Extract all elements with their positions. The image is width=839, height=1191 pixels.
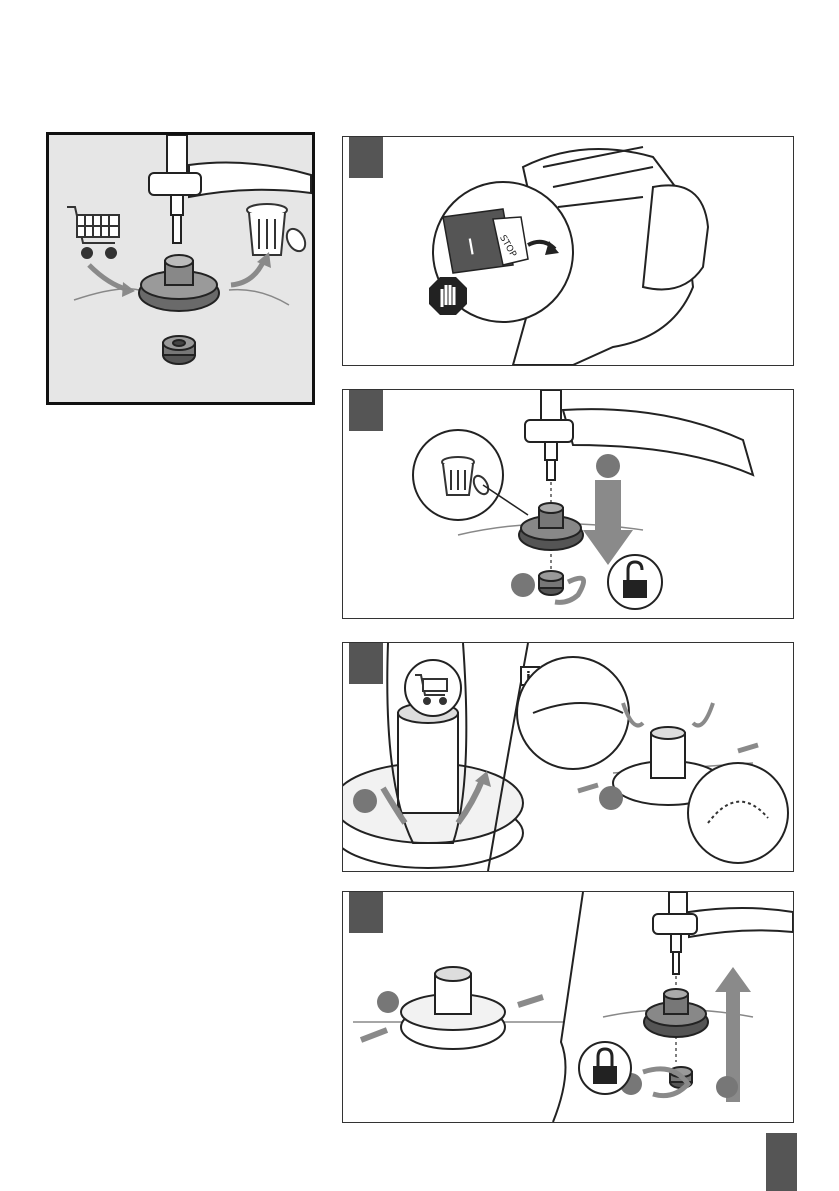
trimmer-head-icon	[401, 967, 505, 1049]
lock-icon	[579, 1042, 631, 1094]
spool-nut-icon	[539, 571, 563, 595]
step-1-panel: I STOP	[342, 136, 794, 366]
step-number-tab	[349, 642, 383, 684]
spool-nut-icon	[163, 336, 195, 364]
step-number-tab	[349, 891, 383, 933]
trimmer-head-icon	[139, 255, 219, 311]
trash-can-icon	[247, 204, 309, 255]
cart-callout	[405, 660, 461, 716]
stop-hand-icon	[429, 277, 467, 315]
step-3-panel: i	[342, 642, 794, 872]
trimmer-shaft-icon	[653, 892, 793, 974]
trimmer-head-icon	[644, 989, 708, 1037]
trash-callout	[413, 430, 528, 520]
shopping-cart-icon	[67, 207, 119, 258]
overview-illustration	[46, 132, 315, 405]
trimmer-shaft-icon	[525, 390, 753, 480]
up-arrow-icon	[715, 967, 751, 1102]
step-2-panel	[342, 389, 794, 619]
unlock-icon	[608, 555, 662, 609]
page-edge-tab	[766, 1133, 797, 1191]
step-number-tab	[349, 389, 383, 431]
trimmer-shaft-icon	[149, 135, 311, 243]
step-number-tab	[349, 136, 383, 178]
step-4-panel	[342, 891, 794, 1123]
trimmer-head-icon	[519, 503, 583, 550]
